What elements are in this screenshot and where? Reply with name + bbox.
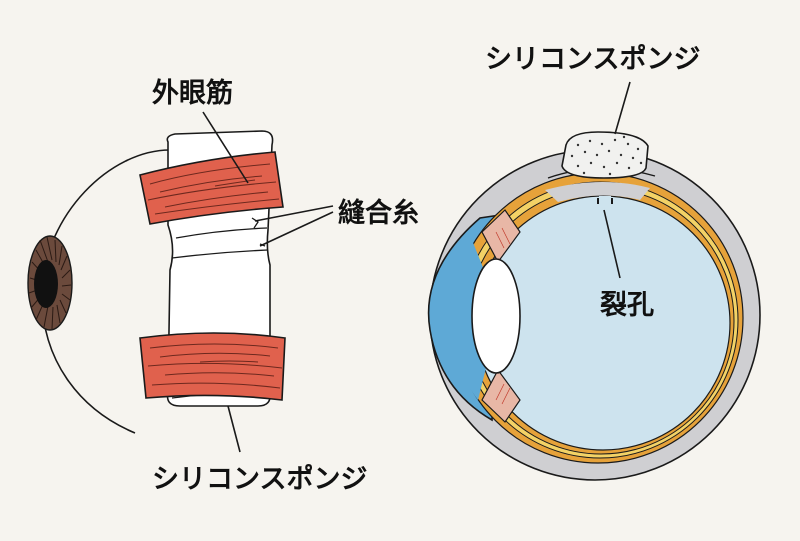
- pupil: [34, 260, 58, 308]
- label-silicone-sponge-left: シリコンスポンジ: [152, 464, 367, 495]
- label-extraocular-muscle: 外眼筋: [152, 77, 233, 109]
- leader-sponge-right: [614, 81, 631, 135]
- leader-sponge-left: [227, 405, 241, 453]
- suture-stitch: [251, 217, 259, 229]
- iris: [27, 235, 73, 331]
- label-retinal-hole: 裂孔: [600, 290, 654, 321]
- retinal-hole: [597, 198, 613, 204]
- ciliary-body-upper: [481, 209, 521, 264]
- leader-hole: [603, 209, 621, 279]
- lens: [471, 258, 521, 374]
- leader-suture-1: [254, 205, 334, 222]
- ciliary-body-lower: [481, 368, 521, 423]
- upper-muscle: [139, 151, 284, 225]
- leader-suture-2: [259, 211, 334, 247]
- left-eye-illustration: [27, 111, 334, 453]
- silicone-sponge-right: [561, 131, 649, 179]
- eye-cross-section: [427, 81, 761, 481]
- leader-muscle: [202, 111, 249, 184]
- lower-muscle: [139, 332, 286, 401]
- label-silicone-sponge-right: シリコンスポンジ: [485, 44, 700, 75]
- label-suture: 縫合糸: [338, 197, 419, 229]
